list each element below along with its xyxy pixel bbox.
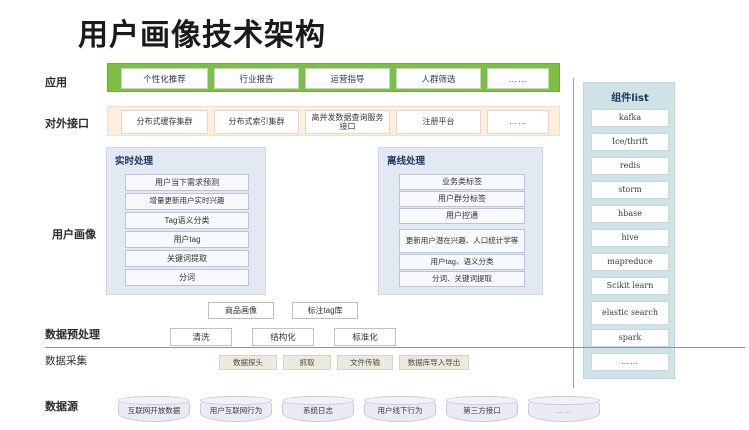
offline-item[interactable]: 分词、关键词提取	[399, 271, 525, 287]
offline-processing-panel: 离线处理 业务类标签 用户群分标签 用户控通 更新用户潜在兴趣、人口统计学等 用…	[378, 147, 543, 295]
offline-item[interactable]: 用户控通	[399, 208, 525, 224]
realtime-panel-title: 实时处理	[115, 156, 154, 167]
realtime-item[interactable]: 用户当下需求预测	[125, 174, 249, 191]
offline-panel-title: 离线处理	[387, 156, 426, 167]
component-chip[interactable]: mapreduce	[591, 253, 669, 271]
component-chip[interactable]: storm	[591, 181, 669, 199]
datasource-cylinder[interactable]: 第三方接口	[446, 396, 518, 422]
datasource-label: ……	[555, 406, 573, 415]
datasource-label: 用户互联网行为	[209, 406, 263, 415]
tag-library-box[interactable]: 标注tag库	[292, 302, 358, 319]
preprocess-item[interactable]: 结构化	[252, 328, 314, 346]
row-label-collection: 数据采集	[45, 355, 87, 367]
datasource-label: 用户线下行为	[377, 406, 423, 415]
component-chip-more[interactable]: ……	[591, 353, 669, 371]
component-chip[interactable]: hbase	[591, 205, 669, 223]
datasource-label: 互联网开放数据	[127, 406, 181, 415]
collection-item[interactable]: 数据库导入导出	[399, 355, 469, 370]
row-label-preprocess: 数据预处理	[45, 328, 100, 341]
component-list-panel: 组件list kafka Ice/thrift redis storm hbas…	[583, 82, 675, 379]
page-title: 用户画像技术架构	[78, 18, 326, 53]
horizontal-divider	[45, 347, 745, 348]
row-label-external-interface: 对外接口	[45, 117, 89, 130]
datasource-cylinder-more[interactable]: ……	[528, 396, 600, 422]
datasource-cylinder[interactable]: 用户互联网行为	[200, 396, 272, 422]
preprocess-item[interactable]: 清洗	[170, 328, 232, 346]
interface-item[interactable]: 高并发数据查询服务接口	[305, 110, 390, 134]
component-chip[interactable]: Ice/thrift	[591, 133, 669, 151]
application-item[interactable]: 运营指导	[305, 68, 390, 89]
realtime-processing-panel: 实时处理 用户当下需求预测 增量更新用户实时兴趣 Tag语义分类 用户tag 关…	[106, 147, 266, 295]
vertical-divider	[573, 78, 574, 388]
component-chip[interactable]: kafka	[591, 109, 669, 127]
realtime-item[interactable]: 用户tag	[125, 231, 249, 248]
collection-item[interactable]: 抓取	[283, 355, 331, 370]
product-profile-box[interactable]: 商品画像	[208, 302, 274, 319]
preprocess-item[interactable]: 标准化	[334, 328, 396, 346]
collection-item[interactable]: 数据探头	[219, 355, 277, 370]
realtime-item[interactable]: Tag语义分类	[125, 212, 249, 229]
datasource-cylinder[interactable]: 系统日志	[282, 396, 354, 422]
realtime-item[interactable]: 增量更新用户实时兴趣	[125, 193, 249, 210]
component-chip[interactable]: spark	[591, 329, 669, 347]
row-label-application: 应用	[45, 76, 67, 89]
offline-item[interactable]: 更新用户潜在兴趣、人口统计学等	[399, 229, 525, 253]
realtime-item[interactable]: 分词	[125, 269, 249, 286]
datasource-cylinder[interactable]: 用户线下行为	[364, 396, 436, 422]
component-list-title: 组件list	[611, 93, 649, 104]
datasource-label: 系统日志	[303, 406, 333, 415]
realtime-item[interactable]: 关键词提取	[125, 250, 249, 267]
offline-item[interactable]: 用户tag、语义分类	[399, 254, 525, 270]
external-interface-band: 分布式缓存集群 分布式索引集群 高并发数据查询服务接口 注册平台 ……	[107, 106, 560, 136]
offline-item[interactable]: 业务类标签	[399, 174, 525, 190]
application-item-more[interactable]: ……	[487, 68, 549, 89]
component-chip[interactable]: elastic search	[591, 301, 669, 325]
component-chip[interactable]: hive	[591, 229, 669, 247]
row-label-user-profile: 用户画像	[52, 228, 96, 241]
component-chip[interactable]: Scikit learn	[591, 277, 669, 295]
application-band: 个性化推荐 行业报告 运营指导 人群筛选 ……	[107, 63, 560, 92]
row-label-datasource: 数据源	[45, 400, 78, 413]
component-chip[interactable]: redis	[591, 157, 669, 175]
application-item[interactable]: 行业报告	[214, 68, 299, 89]
interface-item[interactable]: 注册平台	[396, 110, 481, 134]
application-item[interactable]: 个性化推荐	[121, 68, 208, 89]
interface-item[interactable]: 分布式缓存集群	[121, 110, 208, 134]
datasource-cylinder[interactable]: 互联网开放数据	[118, 396, 190, 422]
offline-item[interactable]: 用户群分标签	[399, 191, 525, 207]
interface-item[interactable]: 分布式索引集群	[214, 110, 299, 134]
interface-item-more[interactable]: ……	[487, 110, 549, 134]
datasource-label: 第三方接口	[463, 406, 501, 415]
application-item[interactable]: 人群筛选	[396, 68, 481, 89]
collection-item[interactable]: 文件传输	[337, 355, 393, 370]
